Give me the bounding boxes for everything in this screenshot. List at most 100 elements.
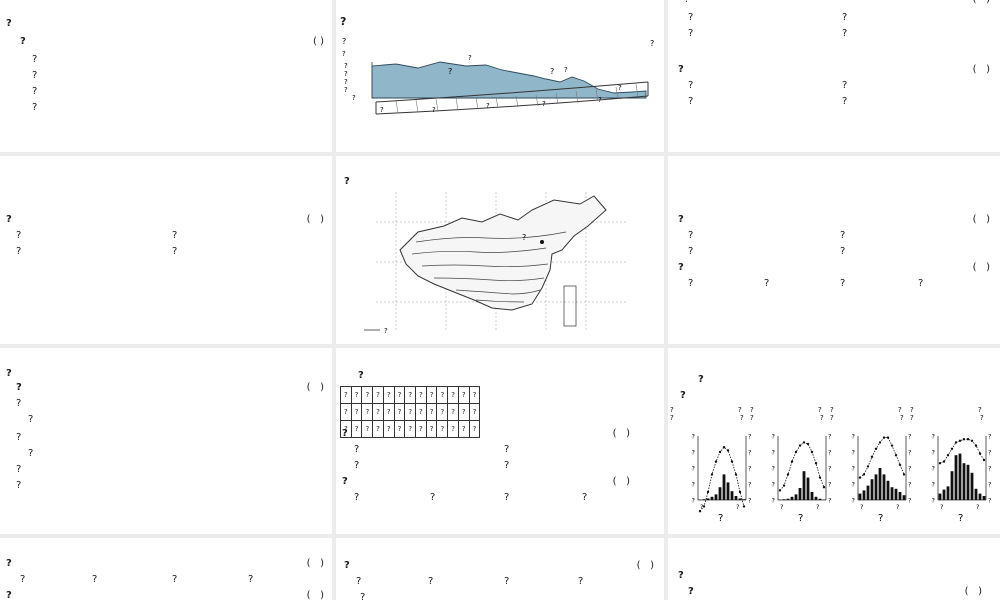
temp-point [946, 454, 950, 457]
q4-option-a[interactable]: ? [16, 230, 22, 241]
q3-option-c[interactable]: ? [688, 96, 694, 107]
answer-paren[interactable]: ( ) [306, 382, 324, 393]
answer-paren[interactable]: ( ) [306, 558, 324, 569]
temp-point [778, 489, 782, 492]
panel-q8-q9: ? ? ???????????? ? ???????????? ? ??????… [336, 348, 664, 534]
answer-paren[interactable]: ( ) [973, 0, 990, 8]
month-cell: ? [404, 386, 417, 404]
answer-paren[interactable]: ( ) [612, 476, 630, 487]
q10-stem: ? [6, 558, 12, 569]
q3-option-b[interactable]: ? [842, 80, 848, 91]
table-row-month: ? ???????????? [340, 386, 481, 404]
q9-option-a[interactable]: ? [354, 492, 360, 503]
panel-isotherm-map: ? ? ? [336, 156, 664, 344]
q10-option-b[interactable]: ? [92, 574, 98, 585]
temp-point [698, 510, 702, 513]
q5-option-b[interactable]: ? [840, 230, 846, 241]
q13-option-c[interactable]: ? [504, 576, 510, 587]
q7-option-d[interactable]: ? [16, 480, 22, 491]
temp-cell: ? [361, 403, 374, 421]
precip-bar [898, 492, 902, 500]
answer-paren[interactable]: ( ) [972, 262, 990, 273]
precip-bar [942, 489, 946, 500]
q13-option-a[interactable]: ? [356, 576, 362, 587]
q3-option-a[interactable]: ? [688, 80, 694, 91]
temp-curve [939, 438, 985, 464]
q2-option-b[interactable]: ? [842, 12, 848, 23]
q1-option-d[interactable]: ? [32, 102, 38, 113]
precip-bar [938, 493, 942, 500]
precip-bar [742, 499, 746, 500]
q9-stem: ? [342, 476, 348, 487]
q2-option-d[interactable]: ? [842, 28, 848, 39]
q4-option-d[interactable]: ? [172, 246, 178, 257]
precip-bar [950, 471, 954, 500]
answer-paren[interactable]: ( ) [306, 590, 324, 600]
temp-tick-label: ? [932, 465, 935, 473]
temp-tick-label: ? [852, 449, 855, 457]
q3-option-d[interactable]: ? [842, 96, 848, 107]
q4-option-b[interactable]: ? [172, 230, 178, 241]
q8-option-c[interactable]: ? [354, 460, 360, 471]
precip-bar [874, 474, 878, 500]
q6-option-b[interactable]: ? [764, 278, 770, 289]
month-unit: ? [736, 503, 739, 511]
month-unit: ? [896, 503, 899, 511]
precip-bar [978, 493, 982, 500]
q10-option-a[interactable]: ? [20, 574, 26, 585]
q8-option-a[interactable]: ? [354, 444, 360, 455]
q1-option-a[interactable]: ? [32, 54, 38, 65]
terrain-shape [371, 61, 647, 99]
q9-option-c[interactable]: ? [504, 492, 510, 503]
answer-paren[interactable]: ( ) [972, 214, 990, 225]
precip-bar [730, 491, 734, 500]
q5-option-d[interactable]: ? [840, 246, 846, 257]
answer-paren[interactable]: ( ) [972, 64, 990, 75]
q2-option-c[interactable]: ? [688, 28, 694, 39]
lon-110: ? [542, 100, 546, 108]
q1-option-c[interactable]: ? [32, 86, 38, 97]
table-row-temp: ? ???????????? [340, 403, 481, 421]
temp-tick-label: ? [692, 433, 695, 441]
q1-option-b[interactable]: ? [32, 70, 38, 81]
map-title: ? [344, 176, 350, 187]
label-elev-unit: ? [342, 50, 346, 58]
temp-point [970, 439, 974, 442]
q4-option-c[interactable]: ? [16, 246, 22, 257]
q6-option-d[interactable]: ? [918, 278, 924, 289]
q5-option-c[interactable]: ? [688, 246, 694, 257]
city-marker: ? [798, 513, 803, 524]
temp-cell: ? [350, 403, 363, 421]
temp-point [794, 450, 798, 454]
q6-option-a[interactable]: ? [688, 278, 694, 289]
temp-tick-label: ? [772, 465, 775, 473]
q13-option-d[interactable]: ? [578, 576, 584, 587]
answer-paren[interactable]: ( ) [636, 560, 654, 571]
month-cell: ? [425, 386, 438, 404]
q8-option-b[interactable]: ? [504, 444, 510, 455]
temp-tick-label: ? [772, 497, 775, 505]
precip-bar [902, 495, 906, 500]
q7-option-c[interactable]: ? [16, 464, 22, 475]
q13-option-b[interactable]: ? [428, 576, 434, 587]
q7-option-b[interactable]: ? [16, 432, 22, 443]
q10-option-c[interactable]: ? [172, 574, 178, 585]
month-ticks: ? [860, 503, 863, 511]
answer-paren[interactable]: ( ) [612, 428, 630, 439]
answer-paren[interactable]: ( ) [313, 36, 324, 47]
q8-option-d[interactable]: ? [504, 460, 510, 471]
q2-option-a[interactable]: ? [688, 12, 694, 23]
temp-axis-unit: ? [750, 414, 754, 422]
q5-option-a[interactable]: ? [688, 230, 694, 241]
q9-option-b[interactable]: ? [430, 492, 436, 503]
q6-option-c[interactable]: ? [840, 278, 846, 289]
beijing-label: ? [522, 233, 526, 242]
answer-paren[interactable]: ( ) [306, 214, 324, 225]
temp-axis-unit: ? [670, 414, 674, 422]
temp-point [858, 476, 862, 479]
q9-option-d[interactable]: ? [582, 492, 588, 503]
q10-option-d[interactable]: ? [248, 574, 254, 585]
q7-stem-line2: ? [16, 382, 22, 393]
answer-paren[interactable]: ( ) [964, 586, 982, 597]
q7-option-a[interactable]: ? [16, 398, 22, 409]
